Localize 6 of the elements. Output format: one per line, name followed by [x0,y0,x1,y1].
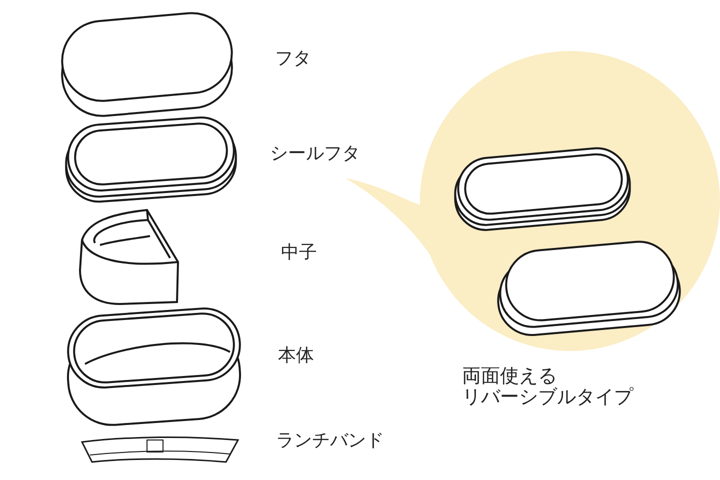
feature-note: 両面使えるリバーシブルタイプ [462,366,634,408]
part-label: シールフタ [270,144,360,164]
part-label: 中子 [281,243,317,263]
part-label: ランチバンド [276,431,384,451]
part-label: フタ [275,49,311,69]
part-label: 本体 [278,346,314,366]
